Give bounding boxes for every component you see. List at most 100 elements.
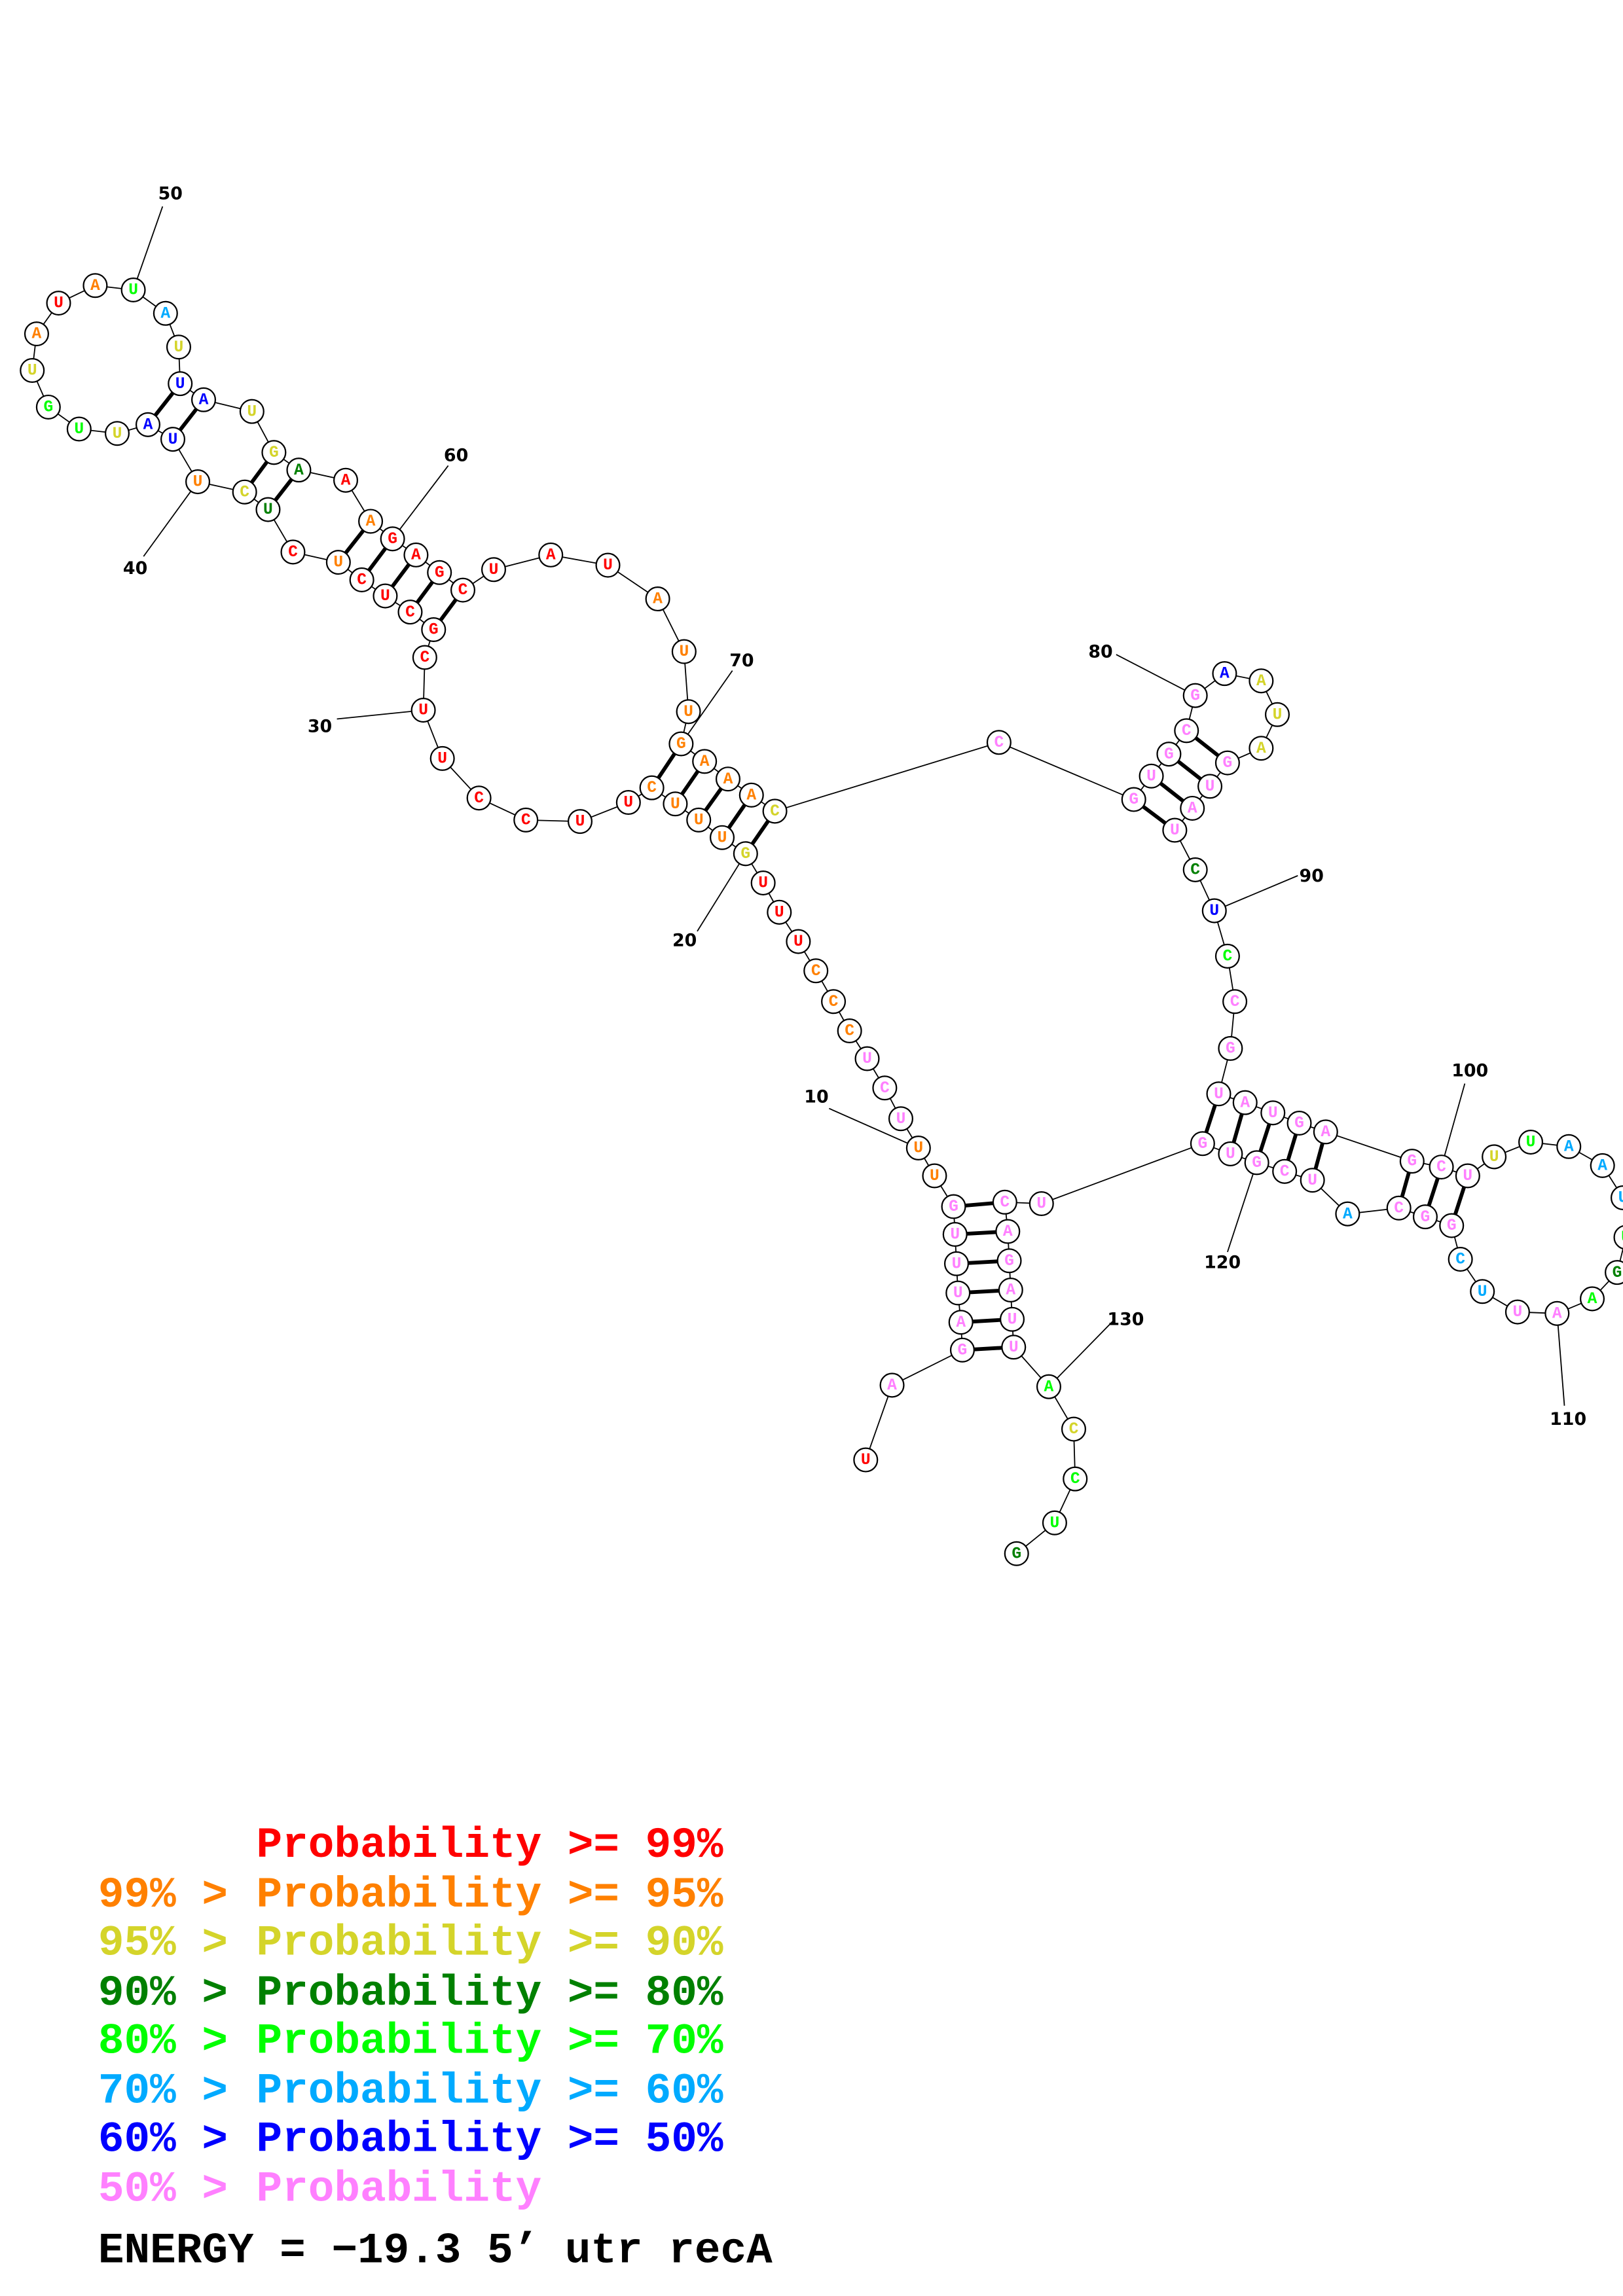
nucleotide-base: U — [793, 933, 803, 951]
nucleotide-circle — [261, 440, 287, 465]
nucleotide-base: A — [700, 753, 710, 771]
legend-threshold: 50% > — [98, 2165, 228, 2214]
nucleotide-circle — [466, 785, 492, 811]
nucleotide: A — [948, 1310, 974, 1335]
nucleotide-circle — [135, 412, 160, 437]
nucleotide-base: G — [1613, 1265, 1622, 1282]
nucleotide-circle — [676, 699, 701, 725]
nucleotide-circle — [1180, 795, 1205, 821]
nucleotide-base: U — [193, 474, 203, 492]
nucleotide-base: C — [458, 582, 468, 600]
nucleotide-circle — [538, 542, 564, 567]
nucleotide-base: A — [1588, 1291, 1597, 1308]
nucleotide: C — [232, 479, 257, 505]
nucleotide: U — [905, 1135, 931, 1161]
nucleotide: U — [663, 791, 688, 817]
nucleotide: C — [639, 775, 665, 800]
nucleotide-circle — [733, 841, 758, 867]
legend-label: Probability — [257, 2165, 542, 2214]
nucleotide-base: C — [1223, 948, 1233, 966]
nucleotide-circle — [1121, 787, 1146, 812]
legend-label: Probability >= 60% — [257, 2067, 723, 2116]
position-label-leader — [392, 465, 449, 539]
nucleotide-circle — [1610, 1185, 1623, 1211]
nucleotide-base: C — [1455, 1251, 1465, 1269]
nucleotide-base: U — [1621, 1229, 1623, 1247]
nucleotide-circle — [421, 617, 447, 643]
nucleotide-circle — [1518, 1130, 1544, 1155]
nucleotide: A — [286, 457, 312, 483]
nucleotide-circle — [1232, 1090, 1258, 1115]
nucleotide-base: G — [43, 399, 53, 417]
nucleotide: G — [1121, 787, 1146, 812]
nucleotide: G — [1439, 1213, 1465, 1238]
nucleotide-base: U — [168, 431, 178, 449]
nucleotide-base: G — [1407, 1153, 1417, 1171]
nucleotide-base: U — [175, 376, 185, 393]
nucleotide-circle — [1004, 1541, 1029, 1566]
backbone-segment — [892, 1349, 963, 1386]
nucleotide: C — [872, 1075, 898, 1101]
nucleotide: U — [854, 1046, 880, 1071]
nucleotide: C — [1222, 989, 1248, 1014]
legend-threshold: 95% > — [98, 1919, 228, 1968]
nucleotide-base: G — [1252, 1155, 1262, 1172]
nucleotide: C — [466, 785, 492, 811]
nucleotide: C — [280, 539, 306, 565]
nucleotide: A — [403, 542, 429, 567]
nucleotide-base: U — [1307, 1172, 1317, 1190]
position-label-leader — [143, 481, 198, 557]
nucleotide-circle — [671, 639, 697, 664]
nucleotide: U — [943, 1251, 970, 1276]
nucleotide-circle — [191, 387, 217, 412]
position-label-leader — [697, 853, 746, 932]
nucleotide-circle — [1218, 1141, 1243, 1166]
position-label: 30 — [308, 717, 332, 737]
nucleotide: U — [120, 277, 146, 302]
nucleotide-base: G — [388, 531, 397, 548]
nucleotide-base: G — [949, 1198, 958, 1216]
legend-label: Probability >= 50% — [257, 2115, 723, 2164]
nucleotide-circle — [1197, 774, 1223, 799]
nucleotide: A — [1036, 1374, 1061, 1399]
nucleotide-circle — [325, 550, 351, 575]
legend-threshold: 60% > — [98, 2115, 228, 2164]
probability-legend: Probability >= 99%99% > Probability >= 9… — [98, 1821, 723, 2214]
nucleotide: G — [1605, 1260, 1623, 1285]
nucleotide-circle — [1222, 989, 1248, 1014]
position-label-leader — [1048, 1320, 1114, 1388]
nucleotide: U — [1470, 1279, 1495, 1304]
nucleotide-base: G — [435, 564, 445, 582]
nucleotide: C — [837, 1018, 862, 1044]
nucleotide-base: G — [1129, 791, 1139, 809]
nucleotide-circle — [837, 1018, 862, 1044]
nucleotide-circle — [349, 567, 374, 592]
nucleotide-base: A — [956, 1314, 966, 1332]
nucleotide-circle — [82, 273, 108, 298]
nucleotide: G — [668, 731, 694, 757]
nucleotide: U — [1455, 1163, 1480, 1189]
position-label-leader — [1556, 1313, 1565, 1406]
nucleotide: A — [333, 467, 359, 493]
nucleotide: U — [373, 583, 398, 609]
nucleotide: C — [1429, 1155, 1454, 1180]
nucleotide: G — [1244, 1150, 1269, 1175]
nucleotide-base: G — [1223, 755, 1233, 772]
nucleotide: U — [750, 870, 776, 896]
nucleotide-base: U — [1050, 1515, 1060, 1532]
nucleotide-circle — [996, 1248, 1022, 1274]
legend-label: Probability >= 95% — [257, 1871, 723, 1920]
nucleotide: G — [427, 560, 452, 585]
nucleotide-base: A — [366, 513, 376, 531]
nucleotide-circle — [567, 809, 593, 834]
nucleotide-base: A — [1003, 1223, 1013, 1241]
nucleotide-circle — [922, 1163, 947, 1189]
nucleotide: A — [995, 1219, 1021, 1244]
nucleotide: U — [168, 371, 193, 397]
nucleotide-base: U — [1008, 1311, 1017, 1329]
nucleotide-circle — [481, 557, 507, 583]
nucleotide-base: U — [74, 421, 84, 439]
backbone-segment — [1041, 1143, 1203, 1204]
nucleotide: U — [410, 698, 436, 723]
